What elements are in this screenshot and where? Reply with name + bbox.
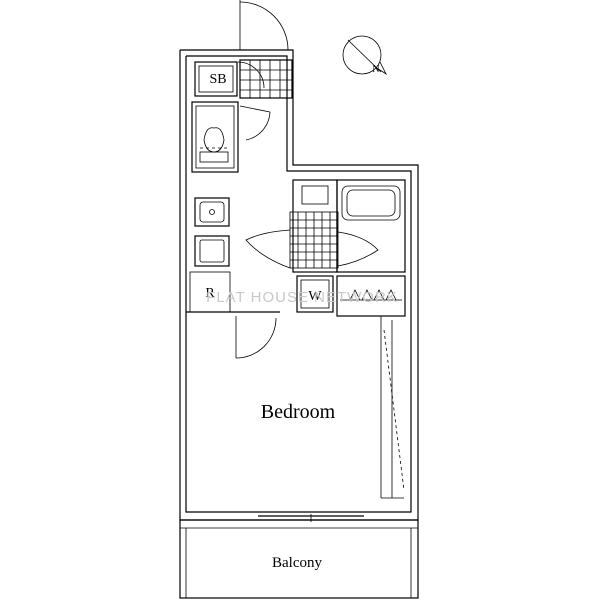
entrance-door <box>239 0 289 51</box>
balcony-label: Balcony <box>272 555 322 571</box>
bathroom-walls <box>292 179 406 273</box>
north-arrow-icon <box>342 35 388 76</box>
kitchen-sink <box>194 197 230 227</box>
kitchen-stove <box>194 235 230 267</box>
outer-walls <box>179 49 419 599</box>
bathtub <box>337 185 401 267</box>
bedroom-label: Bedroom <box>261 401 336 423</box>
washer-space <box>296 275 334 313</box>
toilet-room <box>191 101 271 173</box>
genkan-tiles <box>237 59 293 99</box>
bedroom-door <box>186 311 280 359</box>
washbasin <box>301 185 329 205</box>
refrigerator-label: R <box>205 286 215 301</box>
shoe-box <box>194 61 238 97</box>
washroom-tiles <box>245 211 339 269</box>
shoe-box-label: SB <box>209 72 226 87</box>
bedroom-window <box>258 514 364 522</box>
north-letter: N <box>372 64 379 75</box>
washer-label: W <box>308 289 322 304</box>
watermark-text: FLAT HOUSE NETWORK <box>206 289 398 306</box>
closet <box>336 275 406 499</box>
